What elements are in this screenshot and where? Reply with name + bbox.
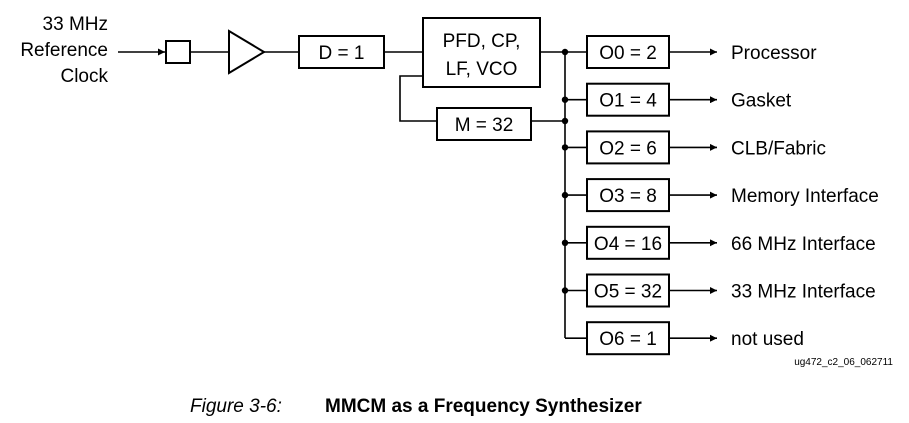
output-counter-label: O3 = 8 (599, 186, 657, 207)
output-destination-label: CLB/Fabric (731, 138, 826, 159)
output-counter-label: O1 = 4 (599, 91, 657, 112)
output-counter-block (586, 225, 670, 260)
reference-clock-line3: Clock (60, 66, 108, 87)
reference-clock-line2: Reference (20, 40, 108, 61)
output-counter-label: O4 = 16 (594, 234, 662, 255)
feedback-counter-label: M = 32 (455, 115, 514, 136)
output-destination-label: 33 MHz Interface (731, 282, 876, 303)
feedback-counter-block (436, 107, 532, 141)
divider-block (298, 35, 385, 69)
bus-junction-feedback (561, 117, 569, 125)
feedback-to-core-wire (399, 75, 437, 122)
pll-core-label-line2: LF, VCO (446, 59, 518, 80)
output-counter-block (586, 178, 670, 213)
reference-clock-line1: 33 MHz (43, 14, 108, 35)
output-destination-label: 66 MHz Interface (731, 234, 876, 255)
output-counter-block (586, 82, 670, 117)
output-counter-label: O5 = 32 (594, 282, 662, 303)
caption-prefix: Figure 3-6: (190, 396, 282, 417)
input-pad (165, 40, 191, 64)
output-destination-label: Memory Interface (731, 186, 879, 207)
divider-label: D = 1 (319, 43, 365, 64)
output-destination-label: Processor (731, 43, 817, 64)
output-counter-block (586, 35, 670, 69)
output-counter-label: O0 = 2 (599, 43, 657, 64)
output-counter-block (586, 273, 670, 308)
clock-buffer (228, 29, 266, 75)
output-counters: O0 = 2 Processor O1 = 4 Gasket O2 = 6 CLB/Fab… (561, 35, 879, 356)
output-destination-label: not used (731, 329, 804, 350)
figure-code: ug472_c2_06_062711 (794, 357, 893, 368)
output-destination-label: Gasket (731, 91, 792, 112)
output-counter-label: O2 = 6 (599, 138, 657, 159)
output-counter-label: O6 = 1 (599, 329, 657, 350)
output-counter-block (586, 321, 670, 356)
pll-core-block (422, 17, 541, 88)
caption-title: MMCM as a Frequency Synthesizer (325, 396, 642, 417)
pll-core-label-line1: PFD, CP, (443, 31, 521, 52)
